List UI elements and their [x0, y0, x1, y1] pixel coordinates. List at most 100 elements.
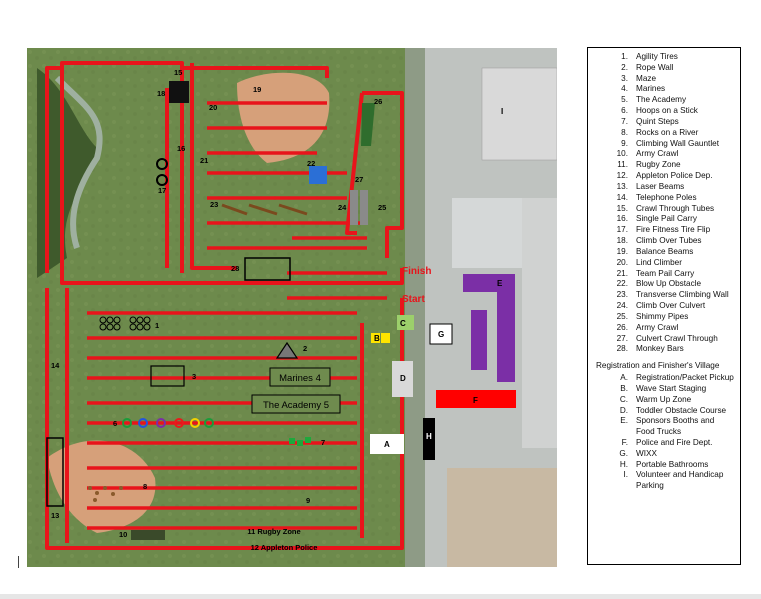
legend-item-key: 22. [616, 279, 628, 289]
legend-item-text: Rocks on a River [636, 127, 699, 137]
legend-item: 7.Quint Steps [596, 117, 734, 128]
village-heading: Registration and Finisher's Village [596, 361, 720, 371]
legend-item-key: B. [620, 383, 628, 393]
legend-item: 3.Maze [596, 74, 734, 85]
legend-item-text: Climb Over Tubes [636, 236, 702, 246]
legend-item-text: The Academy [636, 95, 687, 105]
obstacle-number: 2 [303, 344, 307, 353]
legend-item: 16.Single Pail Carry [596, 214, 734, 225]
legend-item: 26. Army Crawl [596, 323, 734, 334]
obstacle-number: 6 [113, 419, 117, 428]
blow-up-obstacle [309, 166, 327, 184]
legend-item-text: Climbing Wall Gauntlet [636, 138, 719, 148]
legend-item: 9.Climbing Wall Gauntlet [596, 139, 734, 150]
monkey-bars-box [244, 257, 291, 281]
village-letter: B [374, 334, 380, 343]
marines-label: Marines 4 [279, 373, 321, 384]
legend-item-text: Single Pail Carry [636, 214, 697, 224]
legend-item-key: 8. [621, 127, 628, 137]
obstacle-number: 23 [210, 200, 218, 209]
legend-item-text: Volunteer and Handicap Parking [636, 470, 724, 491]
obstacle-number: 27 [355, 175, 363, 184]
legend-item: 25.Shimmy Pipes [596, 312, 734, 323]
legend-item: 27. Culvert Crawl Through [596, 334, 734, 345]
legend-item-key: E. [620, 416, 628, 426]
crawl-tubes-block [169, 81, 189, 103]
army-crawl-patch [361, 103, 375, 146]
legend-item-key: 26. [616, 322, 628, 332]
legend-item-key: A. [620, 373, 628, 383]
legend-item-text: Warm Up Zone [636, 394, 692, 404]
course-text-labels: Finish Start Marines 4 The Academy 5 11 … [247, 266, 431, 552]
tire-icon [156, 174, 168, 186]
rugby-label: 11 Rugby Zone [247, 527, 300, 536]
obstacle-number: 9 [306, 496, 310, 505]
legend-item-text: Rugby Zone [636, 160, 681, 170]
legend-item-key: 14. [616, 192, 628, 202]
legend-item-text: Army Crawl [636, 322, 679, 332]
transverse-wall [221, 203, 308, 216]
legend-item-text: WIXX [636, 448, 657, 458]
quint-steps [289, 437, 311, 446]
legend-item-text: Maze [636, 73, 657, 83]
legend-item-key: 11. [617, 160, 628, 170]
legend-item-key: C. [619, 394, 628, 404]
legend-item-text: Wave Start Staging [636, 383, 707, 393]
legend-item-text: Registration/Packet Pickup [636, 373, 734, 383]
village-letter: G [438, 330, 444, 339]
army-crawl-south [131, 530, 165, 540]
obstacle-number: 28 [231, 264, 239, 273]
portable-bathrooms [423, 418, 435, 460]
legend-item-key: 7. [621, 116, 628, 126]
legend-item-text: Culvert Crawl Through [636, 333, 718, 343]
legend-item-text: Crawl Through Tubes [636, 203, 715, 213]
legend-item: E.Sponsors Booths and Food Trucks [596, 416, 734, 438]
obstacle-number: 18 [157, 89, 165, 98]
legend-item-key: I. [623, 470, 628, 480]
legend-item: 6.Hoops on a Stick [596, 106, 734, 117]
wooded-area [37, 68, 97, 278]
obstacle-number: 20 [209, 103, 217, 112]
legend-item-key: G. [619, 448, 628, 458]
legend-item: 4.Marines [596, 84, 734, 95]
obstacle-number: 21 [200, 156, 208, 165]
obstacle-number: 1 [155, 321, 159, 330]
legend-item-key: 18. [616, 236, 628, 246]
legend-item-text: Agility Tires [636, 52, 678, 61]
legend-item-key: 12. [616, 171, 628, 181]
legend-item: 20.Lind Climber [596, 258, 734, 269]
village-letter: D [400, 374, 406, 383]
obstacle-number: 26 [374, 97, 382, 106]
legend-item: 12. Appleton Police Dep. [596, 171, 734, 182]
legend-item: 19.Balance Beams [596, 247, 734, 258]
culvert-left [350, 190, 358, 225]
legend-item-key: 24. [616, 301, 628, 311]
obstacle-number: 10 [119, 530, 127, 539]
legend-item: F.Police and Fire Dept. [596, 438, 734, 449]
building-i [481, 67, 557, 161]
course-map: Finish Start Marines 4 The Academy 5 11 … [27, 48, 557, 567]
toddler-course [392, 361, 413, 397]
legend-item-key: 27. [616, 333, 628, 343]
legend-item: B. Wave Start Staging [596, 384, 734, 395]
legend-item-key: 17. [616, 225, 628, 235]
obstacle-number: 8 [143, 482, 147, 491]
obstacle-number: 19 [253, 85, 261, 94]
legend-item-text: Appleton Police Dep. [636, 171, 713, 181]
legend-item: C. Warm Up Zone [596, 395, 734, 406]
infield-north [237, 72, 330, 163]
legend-item-text: Toddler Obstacle Course [636, 405, 727, 415]
course-route [45, 61, 404, 550]
vendor-booths-side [471, 310, 487, 370]
legend-item: 24.Climb Over Culvert [596, 301, 734, 312]
legend-item: 22. Blow Up Obstacle [596, 279, 734, 290]
legend-item-key: 5. [621, 95, 628, 105]
legend-item-text: Army Crawl [636, 149, 679, 159]
legend-item-key: 15. [616, 203, 628, 213]
village-letter: C [400, 319, 406, 328]
legend-item-key: 23. [616, 290, 628, 300]
legend-item: 28.Monkey Bars [596, 344, 734, 355]
legend-item-text: Blow Up Obstacle [636, 279, 702, 289]
